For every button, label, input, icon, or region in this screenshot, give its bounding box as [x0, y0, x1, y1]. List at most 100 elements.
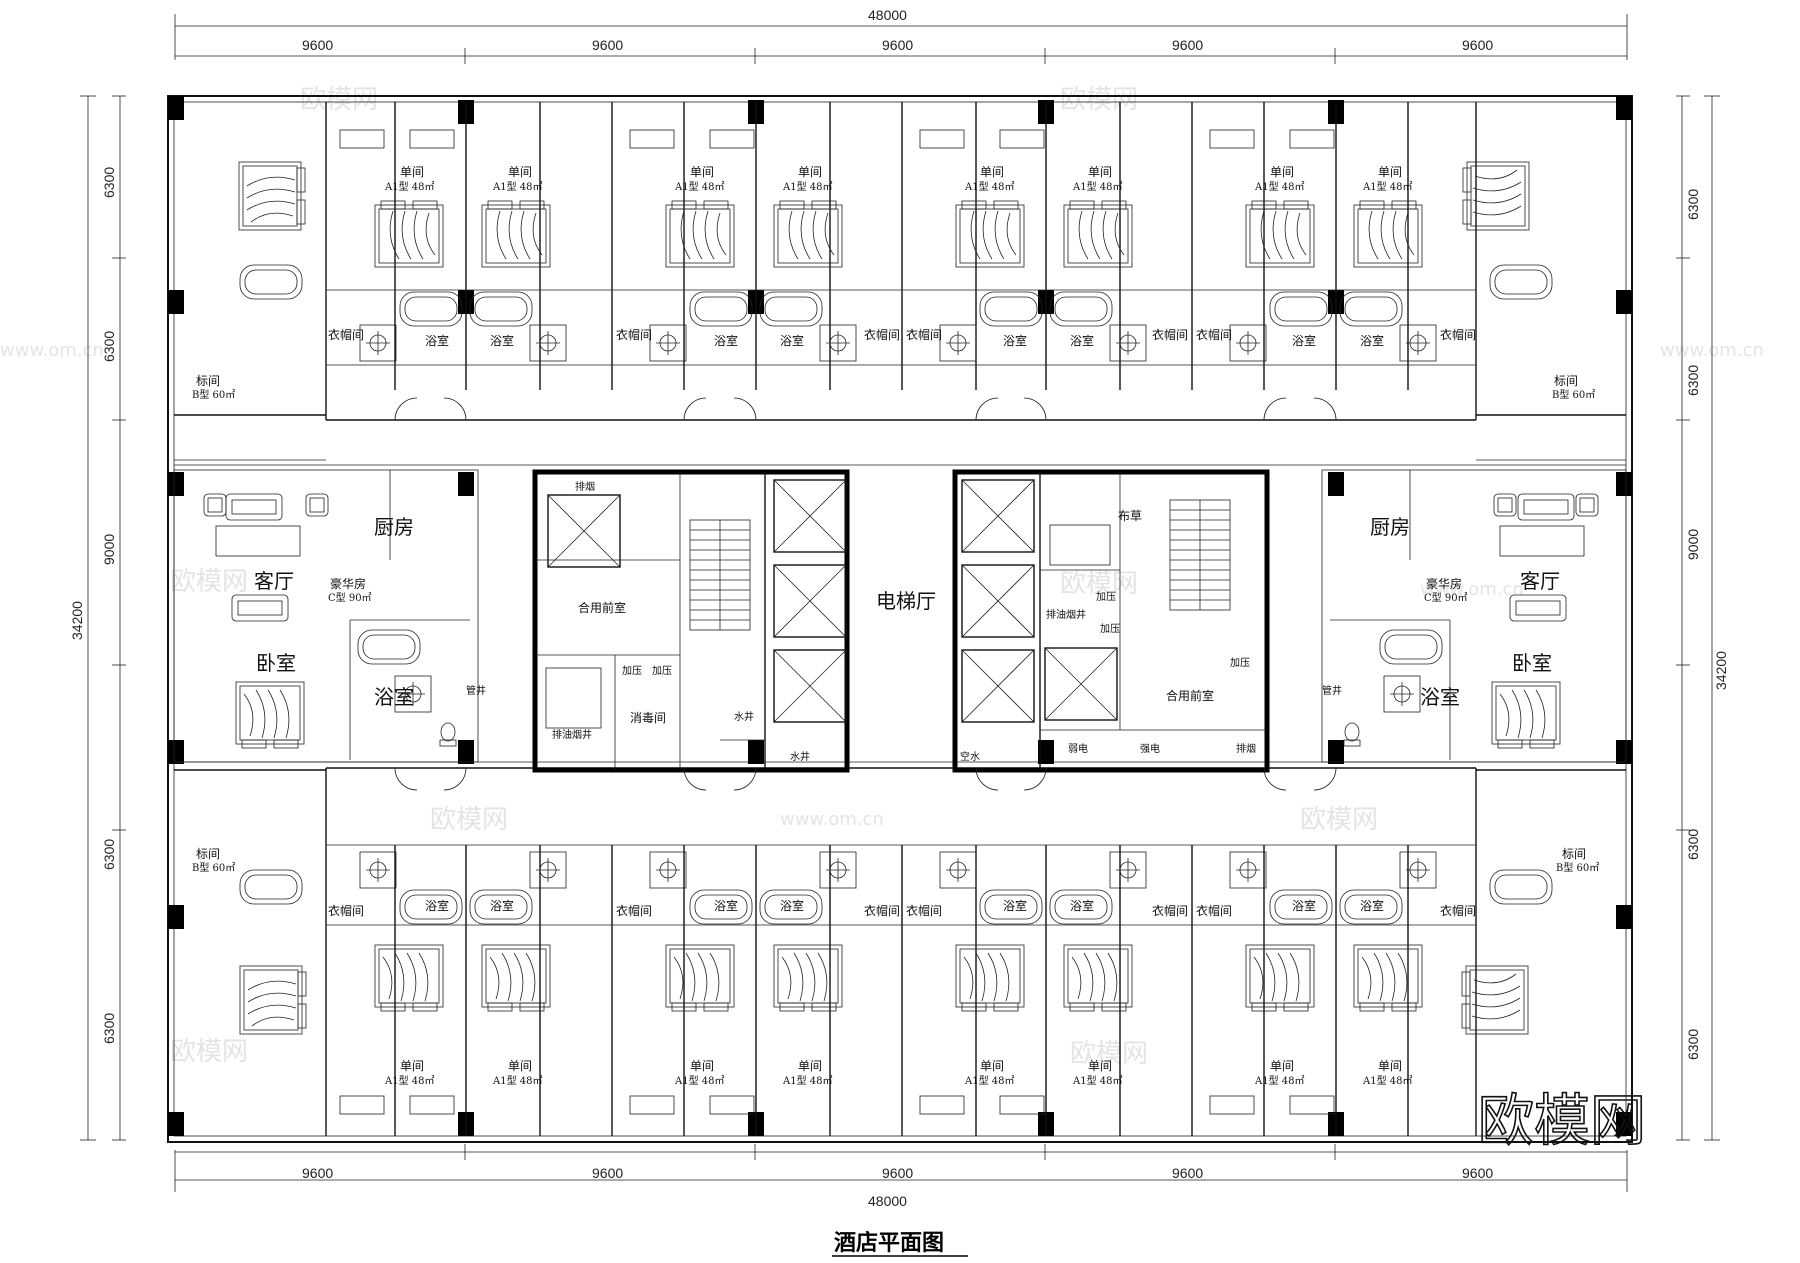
pressurize-label: 加压 [622, 665, 642, 677]
pressurize-label: 加压 [1100, 623, 1120, 635]
room-name-standard: 标间 [1562, 847, 1586, 861]
faint-watermark-url: www.om.cn [1420, 579, 1524, 600]
bathroom-label: 浴室 [1360, 333, 1384, 348]
room-name-suite: 豪华房 [330, 576, 366, 591]
left-dimension-lines: 6300 6300 9000 6300 6300 34200 [69, 95, 126, 1141]
room-name-standard: 标间 [196, 374, 220, 388]
smoke-exhaust-label: 排烟 [575, 480, 595, 493]
room-type-single: A1型 48㎡ [782, 1074, 833, 1087]
structural-columns [168, 96, 1632, 1136]
room-type-single: A1型 48㎡ [1362, 1074, 1413, 1087]
bottom-bay-width: 9600 [592, 1165, 623, 1181]
room-type-single: A1型 48㎡ [492, 1074, 543, 1087]
wardrobe-label: 衣帽间 [1196, 903, 1232, 918]
top-single-rooms [326, 102, 1476, 390]
left-row-depth: 9000 [101, 534, 117, 565]
right-row-depth: 6300 [1685, 365, 1701, 396]
room-name-single: 单间 [1270, 165, 1294, 179]
room-type-standard: B型 60㎡ [1552, 388, 1595, 401]
room-name-single: 单间 [1088, 1059, 1112, 1073]
bedroom-label: 卧室 [256, 651, 296, 675]
wardrobe-label: 衣帽间 [1440, 903, 1476, 918]
room-type-single: A1型 48㎡ [964, 1074, 1015, 1087]
pipe-shaft-label: 管井 [1322, 684, 1342, 697]
room-name-single: 单间 [980, 1059, 1004, 1073]
wardrobe-label: 衣帽间 [1196, 327, 1232, 342]
room-name-single: 单间 [1270, 1059, 1294, 1073]
room-name-single: 单间 [798, 1059, 822, 1073]
faint-watermark: 欧模网 [1070, 1039, 1148, 1069]
bottom-bay-width: 9600 [882, 1165, 913, 1181]
bottom-bay-width: 9600 [1172, 1165, 1203, 1181]
kitchen-label: 厨房 [374, 515, 414, 539]
top-dimension-lines: 48000 9600 9600 9600 9600 9600 [174, 7, 1628, 64]
air-water-label: 空水 [960, 750, 980, 763]
right-dimension-lines: 6300 6300 9000 6300 6300 34200 [1676, 95, 1729, 1141]
bathroom-label: 浴室 [425, 333, 449, 348]
room-type-single: A1型 48㎡ [1072, 180, 1123, 193]
right-suite: 厨房 客厅 豪华房 C型 90㎡ 卧室 浴室 管井 [1321, 469, 1627, 763]
top-room-labels: 单间 A1型 48㎡ 单间 A1型 48㎡ 单间 A1型 48㎡ 单间 A1型 … [328, 165, 1476, 348]
top-bay-width: 9600 [1172, 37, 1203, 53]
bottom-overall-width: 48000 [868, 1193, 907, 1209]
bathroom-label: 浴室 [1292, 898, 1316, 913]
room-type-single: A1型 48㎡ [1362, 180, 1413, 193]
bathroom-label: 浴室 [374, 685, 414, 709]
room-type-single: A1型 48㎡ [674, 180, 725, 193]
pressurize-label: 加压 [1230, 657, 1250, 669]
room-type-single: A1型 48㎡ [1254, 1074, 1305, 1087]
room-name-single: 单间 [400, 165, 424, 179]
door-swings [394, 397, 1337, 791]
bathroom-label: 浴室 [1360, 898, 1384, 913]
room-name-single: 单间 [690, 1059, 714, 1073]
bottom-single-rooms [326, 844, 1476, 1136]
pipe-shaft-label: 管井 [466, 684, 486, 697]
shared-lobby-label: 合用前室 [578, 600, 626, 615]
top-bay-width: 9600 [882, 37, 913, 53]
bathroom-label: 浴室 [425, 898, 449, 913]
pressurize-label: 加压 [652, 665, 672, 677]
faint-watermark: 欧模网 [300, 85, 378, 115]
room-name-single: 单间 [508, 165, 532, 179]
corner-standard-rooms: 标间 B型 60㎡ 标间 B型 60㎡ 标间 B型 60㎡ 标间 B型 60㎡ [174, 161, 1626, 1035]
faint-watermark: 欧模网 [170, 567, 248, 597]
wardrobe-label: 衣帽间 [864, 327, 900, 342]
left-row-depth: 6300 [101, 1013, 117, 1044]
water-shaft-label: 水井 [790, 750, 810, 763]
left-row-depth: 6300 [101, 167, 117, 198]
shared-lobby-label: 合用前室 [1166, 688, 1214, 703]
faint-watermark: 欧模网 [1060, 85, 1138, 115]
room-name-single: 单间 [798, 165, 822, 179]
bathroom-label: 浴室 [780, 333, 804, 348]
room-name-single: 单间 [690, 165, 714, 179]
oil-smoke-shaft-label: 排油烟井 [552, 728, 592, 741]
bottom-bay-width: 9600 [302, 1165, 333, 1181]
room-type-single: A1型 48㎡ [964, 180, 1015, 193]
room-type-single: A1型 48㎡ [782, 180, 833, 193]
bathroom-label: 浴室 [490, 898, 514, 913]
left-core: 排烟 合用前室 加压 加压 排油烟井 消毒间 水井 水井 [532, 469, 850, 773]
linen-room-label: 布草 [1118, 509, 1142, 523]
wardrobe-label: 衣帽间 [616, 327, 652, 342]
room-name-single: 单间 [508, 1059, 532, 1073]
room-type-single: A1型 48㎡ [1072, 1074, 1123, 1087]
pressurize-label: 加压 [1096, 591, 1116, 603]
right-overall-depth: 34200 [1713, 651, 1729, 690]
room-type-suite: C型 90㎡ [328, 591, 372, 604]
weak-current-label: 弱电 [1068, 742, 1088, 755]
wardrobe-label: 衣帽间 [906, 327, 942, 342]
smoke-control-label: 排烟 [1236, 742, 1256, 755]
right-row-depth: 6300 [1685, 829, 1701, 860]
bathroom-label: 浴室 [1070, 333, 1094, 348]
disinfection-room-label: 消毒间 [630, 711, 666, 725]
bathroom-label: 浴室 [1070, 898, 1094, 913]
bathroom-label: 浴室 [1420, 685, 1460, 709]
faint-watermark: 欧模网 [430, 805, 508, 835]
left-row-depth: 6300 [101, 839, 117, 870]
room-type-single: A1型 48㎡ [492, 180, 543, 193]
room-name-single: 单间 [400, 1059, 424, 1073]
kitchen-label: 厨房 [1370, 515, 1410, 539]
oil-smoke-shaft-label: 排油烟井 [1046, 608, 1086, 621]
strong-current-label: 强电 [1140, 742, 1160, 755]
left-overall-depth: 34200 [69, 601, 85, 640]
